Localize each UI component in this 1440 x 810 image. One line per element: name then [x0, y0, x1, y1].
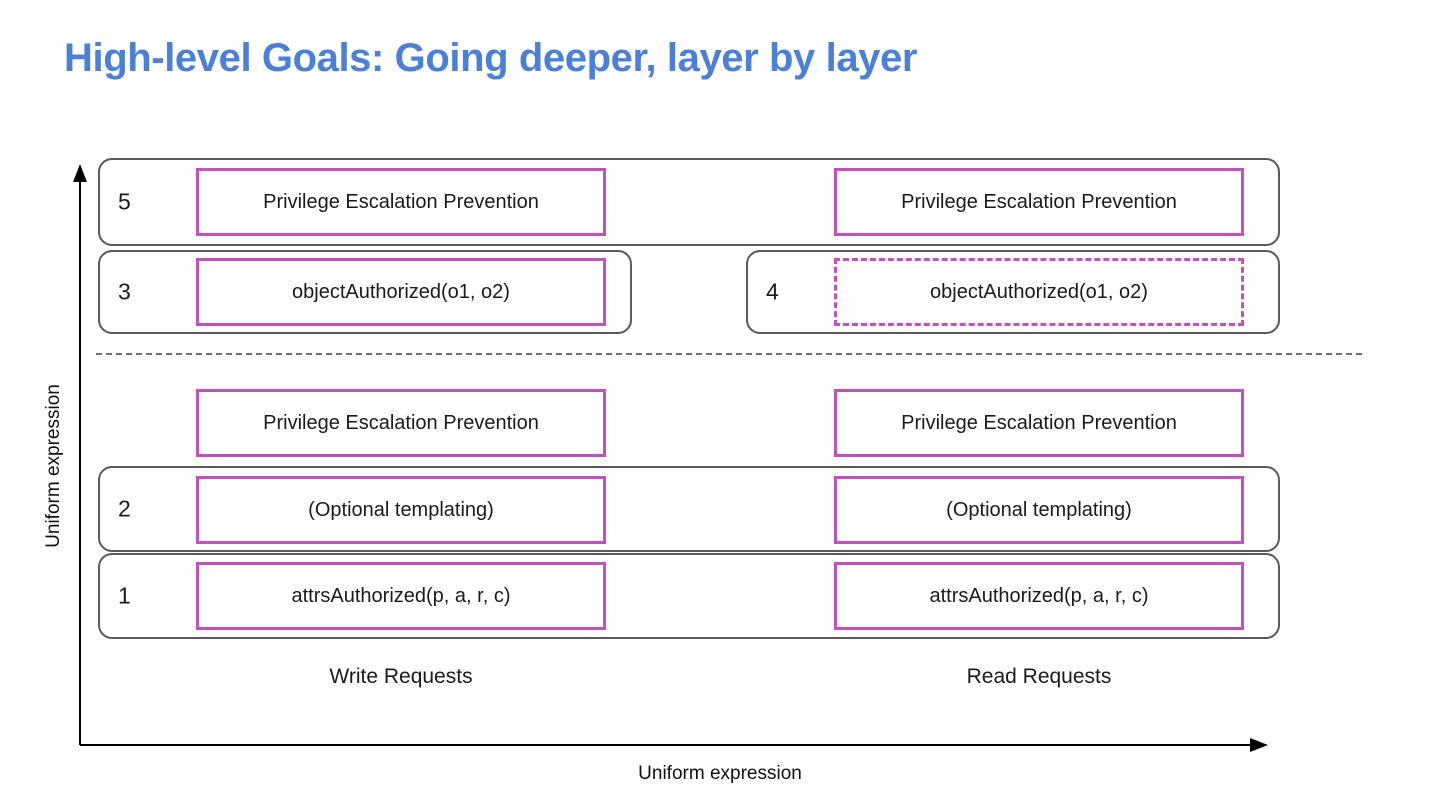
row-pep-read-box[interactable]: Privilege Escalation Prevention: [834, 389, 1244, 457]
row-1-read-box[interactable]: attrsAuthorized(p, a, r, c): [834, 562, 1244, 630]
row-1-write-box[interactable]: attrsAuthorized(p, a, r, c): [196, 562, 606, 630]
x-axis-label: Uniform expression: [638, 763, 802, 784]
layer-number-5: 5: [118, 188, 131, 215]
column-caption-read-label: Read Requests: [966, 665, 1112, 688]
row-1-write-label: attrsAuthorized(p, a, r, c): [291, 584, 511, 607]
row-4-read-box[interactable]: objectAuthorized(o1, o2): [834, 258, 1244, 326]
column-caption-write-label: Write Requests: [329, 665, 473, 688]
row-5-write-label: Privilege Escalation Prevention: [263, 190, 539, 213]
row-pep-write-box[interactable]: Privilege Escalation Prevention: [196, 389, 606, 457]
row-3-write-label: objectAuthorized(o1, o2): [292, 280, 510, 303]
page-title: High-level Goals: Going deeper, layer by…: [64, 36, 918, 80]
row-2-read-box[interactable]: (Optional templating): [834, 476, 1244, 544]
row-4-read-label: objectAuthorized(o1, o2): [930, 280, 1148, 303]
row-2-write-label: (Optional templating): [308, 498, 494, 521]
row-2-write-box[interactable]: (Optional templating): [196, 476, 606, 544]
row-5-write-box[interactable]: Privilege Escalation Prevention: [196, 168, 606, 236]
row-5-read-box[interactable]: Privilege Escalation Prevention: [834, 168, 1244, 236]
row-2-read-label: (Optional templating): [946, 498, 1132, 521]
column-caption-read: Read Requests: [834, 665, 1244, 689]
row-pep-write-label: Privilege Escalation Prevention: [263, 411, 539, 434]
row-5-read-label: Privilege Escalation Prevention: [901, 190, 1177, 213]
layer-number-4: 4: [766, 278, 779, 305]
section-divider: [96, 353, 1362, 355]
y-axis-label: Uniform expression: [43, 384, 64, 548]
row-3-write-box[interactable]: objectAuthorized(o1, o2): [196, 258, 606, 326]
layer-number-3: 3: [118, 278, 131, 305]
row-pep-read-label: Privilege Escalation Prevention: [901, 411, 1177, 434]
row-1-read-label: attrsAuthorized(p, a, r, c): [929, 584, 1149, 607]
column-caption-write: Write Requests: [196, 665, 606, 689]
layer-number-1: 1: [118, 582, 131, 609]
layer-number-2: 2: [118, 495, 131, 522]
